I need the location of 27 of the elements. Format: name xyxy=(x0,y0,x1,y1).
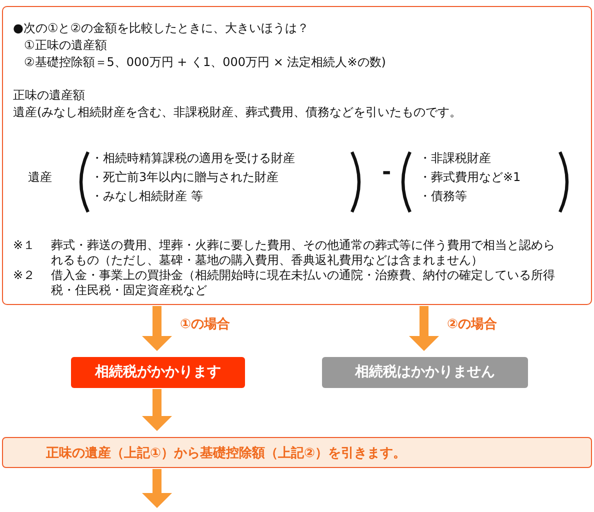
list-item: ・死亡前3年以内に贈与された財産 xyxy=(91,170,279,185)
note-marker: ※２ xyxy=(13,268,36,283)
edge-label: ①の場合 xyxy=(178,315,232,333)
result-box: 相続税がかかります xyxy=(71,357,245,388)
list-item: ・債務等 xyxy=(419,189,467,204)
arrow xyxy=(142,306,172,351)
term-text: 遺産 xyxy=(28,170,52,185)
note-text: 借入金・事業上の買掛金（相続開始時に現在未払いの通院・治療費、納付の確定している所得税・住民税・固定資産税など xyxy=(51,268,556,298)
result-box: 相続税はかかりません xyxy=(322,357,528,388)
option-text: ②基礎控除額＝5、000万円 + く1、000万円 × 法定相続人※の数) xyxy=(24,55,386,70)
note-marker: ※１ xyxy=(13,238,36,253)
arrow xyxy=(142,389,172,431)
minus-sign: - xyxy=(382,165,392,180)
list-item: ・葬式費用など※1 xyxy=(419,170,521,185)
step-box: 正味の遺産（上記①）から基礎控除額（上記②）を引きます。 xyxy=(2,437,592,468)
definition-text: 遺産(みなし相続財産を含む、非課税財産、葬式費用、債務などを引いたものです。 xyxy=(13,105,462,120)
arrow xyxy=(142,469,172,508)
arrow xyxy=(409,306,439,351)
question-text: ●次の①と②の金額を比較したときに、大きいほうは？ xyxy=(13,21,309,36)
list-item: ・非課税財産 xyxy=(419,151,491,166)
list-item: ・相続時精算課税の適用を受ける財産 xyxy=(91,151,295,166)
edge-label: ②の場合 xyxy=(445,315,500,333)
heading-text: 正味の遺産額 xyxy=(13,88,85,103)
list-item: ・みなし相続財産 等 xyxy=(91,189,203,204)
option-text: ①正味の遺産額 xyxy=(24,38,107,53)
note-text: 葬式・葬送の費用、埋葬・火葬に要した費用、その他通常の葬式等に伴う費用で相当と認められるもの（ただし、墓碑・墓地の購入費用、香典返礼費用などは含まれません） xyxy=(51,238,556,268)
info-panel xyxy=(2,6,592,305)
